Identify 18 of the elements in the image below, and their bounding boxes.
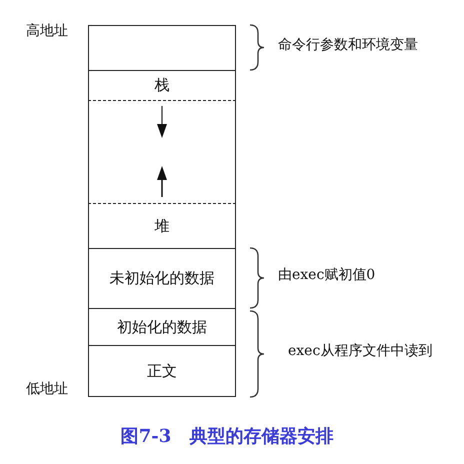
memory-segment (88, 70, 236, 100)
brace-label: 由exec赋初值0 (278, 268, 376, 282)
memory-segment (88, 345, 236, 397)
segment-label: 初始化的数据 (117, 320, 207, 334)
memory-segment (88, 203, 236, 248)
segment-label: 堆 (154, 218, 170, 234)
address-label: 高地址 (26, 24, 68, 38)
memory-segment (88, 308, 236, 345)
memory-segment (88, 100, 236, 203)
memory-segment (88, 25, 236, 70)
segment-label: 栈 (154, 78, 170, 93)
address-label: 低地址 (26, 382, 68, 396)
segment-label: 未初始化的数据 (110, 271, 214, 286)
segment-label: 正文 (147, 364, 177, 378)
figure-caption: 图7-3 典型的存储器安排 (120, 428, 334, 446)
memory-segment (88, 248, 236, 308)
brace-label: exec从程序文件中读到 (288, 344, 432, 358)
brace-label: 命令行参数和环境变量 (278, 38, 418, 52)
